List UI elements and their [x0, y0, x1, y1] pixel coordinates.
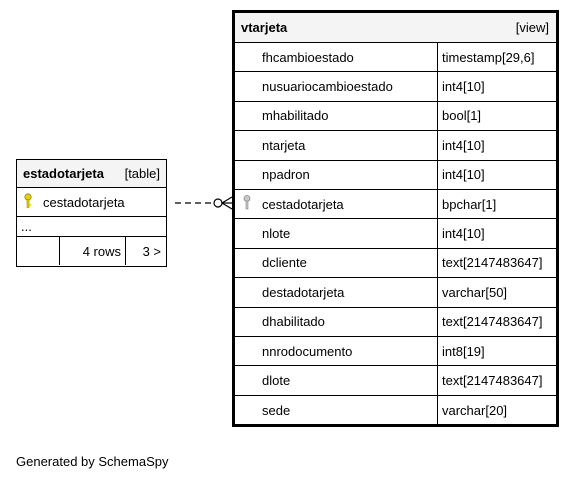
column-name: dlote: [262, 372, 291, 388]
column-row[interactable]: dhabilitado text[2147483647]: [235, 307, 556, 337]
column-row[interactable]: nlote int4[10]: [235, 219, 556, 249]
zero-cardinality-marker: [213, 198, 223, 208]
parents-cell: [17, 237, 60, 265]
generator-credit: Generated by SchemaSpy: [16, 454, 169, 469]
column-name-cell: fhcambioestado: [235, 43, 438, 72]
column-list: fhcambioestado timestamp[29,6] nusuariocam…: [235, 43, 556, 426]
table-name[interactable]: vtarjeta: [241, 20, 288, 35]
column-name-cell: nlote: [235, 219, 438, 248]
column-name-cell: dcliente: [235, 248, 438, 278]
column-name: destadotarjeta: [262, 284, 345, 300]
children-count[interactable]: 3 >: [142, 243, 161, 259]
ellipsis-text: ...: [21, 219, 32, 234]
column-name-cell: dhabilitado: [235, 307, 438, 336]
column-name-cell: cestadotarjeta: [235, 189, 438, 219]
column-name: nusuariocambioestado: [262, 79, 393, 95]
column-type: timestamp[29,6]: [442, 49, 535, 65]
column-name-cell: destadotarjeta: [235, 278, 438, 307]
column-row[interactable]: dcliente text[2147483647]: [235, 248, 556, 279]
column-type: bool[1]: [442, 108, 482, 124]
more-columns-indicator: ...: [17, 217, 166, 237]
column-type: int4[10]: [442, 226, 485, 242]
table-name[interactable]: estadotarjeta: [23, 166, 104, 181]
column-row[interactable]: fhcambioestado timestamp[29,6]: [235, 43, 556, 73]
column-name: ntarjeta: [262, 137, 306, 153]
column-row[interactable]: sede varchar[20]: [235, 395, 556, 426]
column-name: cestadotarjeta: [262, 196, 344, 212]
table-footer: 4 rows 3 >: [17, 237, 166, 265]
column-name: npadron: [262, 167, 310, 183]
row-count: 4 rows: [60, 237, 126, 265]
primary-key-icon: [23, 192, 33, 212]
table-header: vtarjeta [view]: [235, 13, 556, 43]
crowfoot-marker: [221, 196, 233, 210]
column-name-cell: sede: [235, 395, 438, 426]
column-row[interactable]: npadron int4[10]: [235, 160, 556, 190]
column-name-cell: mhabilitado: [235, 101, 438, 131]
column-row[interactable]: cestadotarjeta bpchar[1]: [235, 189, 556, 220]
table-header: estadotarjeta [table]: [17, 160, 166, 188]
column-type: varchar[20]: [442, 402, 508, 418]
column-type: int4[10]: [442, 137, 485, 153]
column-type: text[2147483647]: [442, 314, 543, 330]
column-name: cestadotarjeta: [43, 194, 125, 210]
column-name: sede: [262, 402, 291, 418]
column-row[interactable]: nusuariocambioestado int4[10]: [235, 72, 556, 102]
column-name: dcliente: [262, 255, 307, 271]
column-name-cell: nnrodocumento: [235, 336, 438, 366]
column-name-cell: npadron: [235, 160, 438, 189]
column-name: dhabilitado: [262, 314, 325, 330]
column-name: mhabilitado: [262, 108, 329, 124]
table-kind: [table]: [124, 166, 160, 181]
column-name-cell: dlote: [235, 366, 438, 395]
column-row[interactable]: cestadotarjeta: [17, 188, 166, 217]
table-estadotarjeta[interactable]: estadotarjeta [table] cestadotarjeta ...…: [16, 159, 167, 267]
column-type: int4[10]: [442, 79, 485, 95]
column-row[interactable]: destadotarjeta varchar[50]: [235, 278, 556, 308]
column-name: nlote: [262, 226, 291, 242]
column-row[interactable]: dlote text[2147483647]: [235, 366, 556, 396]
foreign-key-icon: [243, 195, 251, 214]
column-type: int4[10]: [442, 167, 485, 183]
column-name: fhcambioestado: [262, 49, 354, 65]
column-type: varchar[50]: [442, 284, 508, 300]
column-row[interactable]: nnrodocumento int8[19]: [235, 336, 556, 367]
column-type: bpchar[1]: [442, 196, 497, 212]
column-type: text[2147483647]: [442, 255, 543, 271]
table-kind: [view]: [515, 20, 549, 35]
column-type: int8[19]: [442, 343, 485, 359]
column-name-cell: ntarjeta: [235, 131, 438, 160]
column-row[interactable]: ntarjeta int4[10]: [235, 131, 556, 161]
column-row[interactable]: mhabilitado bool[1]: [235, 101, 556, 132]
column-type: text[2147483647]: [442, 372, 543, 388]
column-name-cell: nusuariocambioestado: [235, 72, 438, 101]
view-vtarjeta[interactable]: vtarjeta [view] fhcambioestado timestamp[…: [232, 10, 559, 427]
column-name: nnrodocumento: [262, 343, 353, 359]
